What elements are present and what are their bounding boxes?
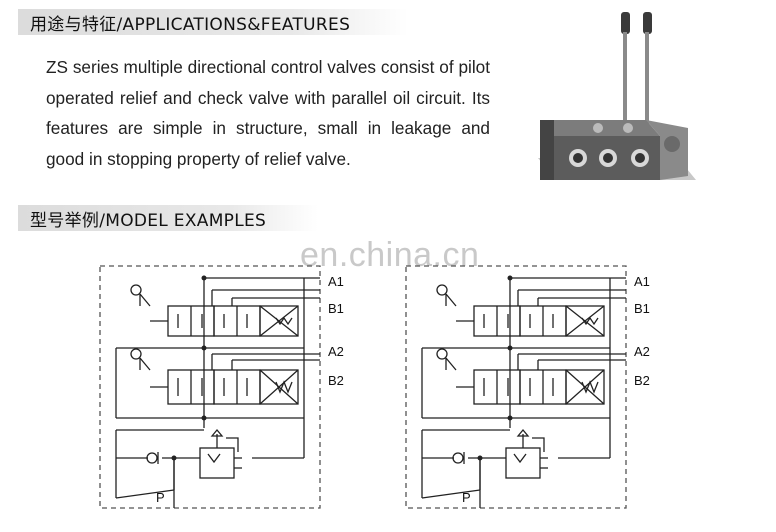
hydraulic-diagram-2: [405, 265, 627, 509]
diagram-1-port-a2: A2: [328, 344, 344, 359]
diagram-1-port-a1: A1: [328, 274, 344, 289]
diagram-2-port-p: P: [462, 490, 471, 505]
diagram-1-port-b2: B2: [328, 373, 344, 388]
diagram-2-port-b2: B2: [634, 373, 650, 388]
watermark-text: en.china.cn: [300, 236, 480, 274]
diagram-2-port-b1: B1: [634, 301, 650, 316]
diagram-2-port-a2: A2: [634, 344, 650, 359]
valve-product-image: [538, 12, 696, 180]
hydraulic-diagram-1: [99, 265, 321, 509]
diagram-1-port-b1: B1: [328, 301, 344, 316]
applications-header: 用途与特征/APPLICATIONS&FEATURES: [18, 10, 351, 35]
models-header: 型号举例/MODEL EXAMPLES: [18, 206, 267, 231]
applications-title: 用途与特征/APPLICATIONS&FEATURES: [30, 14, 351, 35]
diagram-1-port-p: P: [156, 490, 165, 505]
applications-header-bar: [18, 9, 408, 35]
models-header-bar: [18, 205, 318, 231]
description-text: ZS series multiple directional control v…: [46, 57, 490, 169]
models-title: 型号举例/MODEL EXAMPLES: [30, 210, 267, 231]
diagram-2-port-a1: A1: [634, 274, 650, 289]
